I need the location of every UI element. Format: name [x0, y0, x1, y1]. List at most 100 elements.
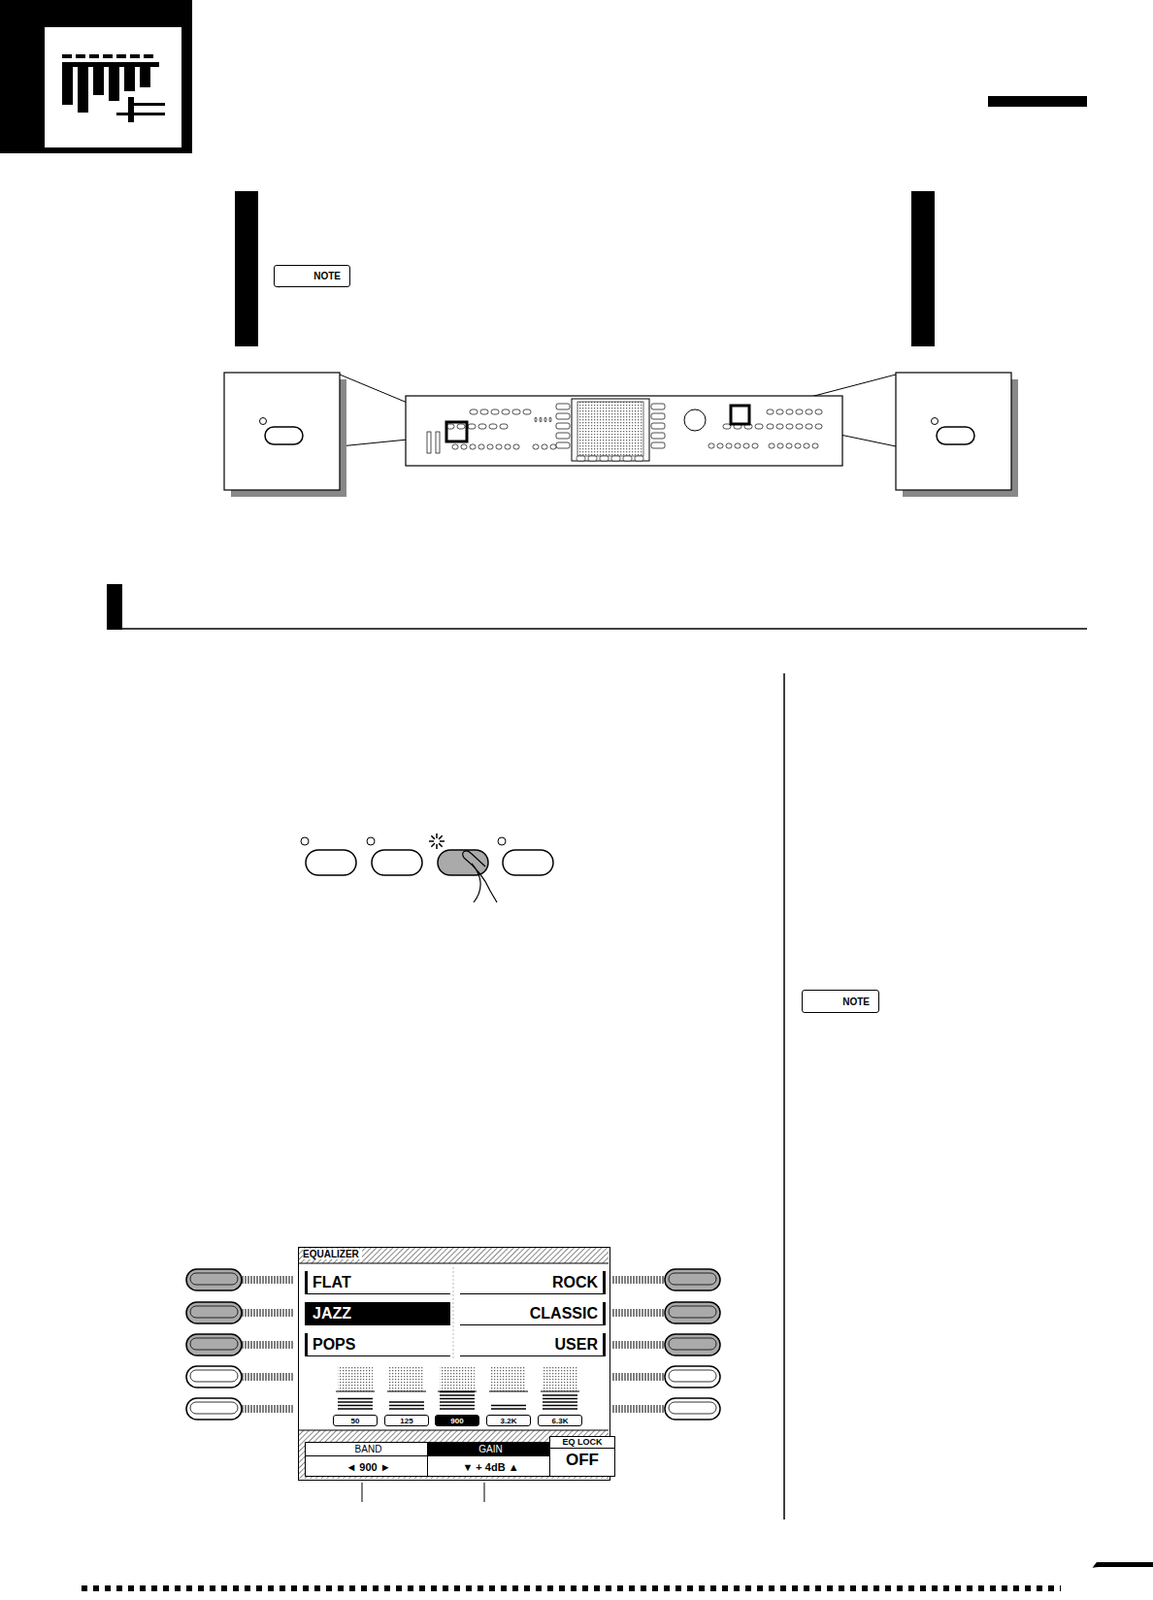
panel-button [734, 443, 741, 449]
button-link [254, 1309, 256, 1318]
panel-button [544, 417, 547, 423]
panel-button [755, 424, 763, 429]
panel-button [599, 456, 609, 462]
label-text: ◄ 900 ► [345, 1461, 391, 1477]
panel-button [457, 424, 465, 429]
button-link [280, 1405, 282, 1414]
page-tab [1076, 1567, 1153, 1600]
panel-button [495, 444, 502, 450]
button-link [274, 1405, 276, 1414]
callout-box [895, 372, 1012, 491]
button-link [283, 1276, 285, 1285]
chapter-tab [0, 0, 193, 154]
button-link [627, 1309, 629, 1318]
label-text: 125 [399, 1416, 413, 1426]
panel-button [469, 444, 476, 450]
eq-level [439, 1408, 475, 1411]
button-link [648, 1341, 650, 1350]
button-link [639, 1276, 641, 1285]
lcd-button [668, 1338, 717, 1351]
eq-level [439, 1401, 475, 1404]
button-link [251, 1373, 253, 1382]
button-link [277, 1405, 279, 1414]
button-link [254, 1341, 256, 1350]
button-link [289, 1373, 291, 1382]
led-lit [435, 844, 438, 850]
button-link [251, 1405, 253, 1414]
button-link [268, 1276, 270, 1285]
eq-zero [335, 1391, 375, 1393]
panel-button [815, 409, 823, 415]
label-text: 3.2K [500, 1416, 518, 1426]
button-link [645, 1309, 647, 1318]
button-link [248, 1276, 250, 1285]
panel-button [786, 443, 792, 449]
band-box: 900 [434, 1415, 480, 1427]
label-text: 50 [351, 1416, 361, 1426]
button-link [622, 1276, 624, 1285]
button-link [622, 1341, 624, 1350]
label-text: BAND [305, 1443, 431, 1457]
button-link [292, 1341, 294, 1350]
panel-button [487, 444, 494, 450]
panel-lcd [577, 401, 644, 457]
led-lit [430, 843, 435, 848]
button-link [630, 1405, 632, 1414]
button-link [633, 1373, 635, 1382]
button-link [248, 1341, 250, 1350]
button-link [277, 1276, 279, 1285]
menu-box: FLAT [304, 1271, 451, 1295]
button-link [622, 1373, 624, 1382]
icon-dash [143, 54, 154, 59]
panel-button [815, 424, 823, 429]
button-link [642, 1309, 644, 1318]
button-link [633, 1276, 635, 1285]
button-link [636, 1309, 638, 1318]
lcd-button [664, 1398, 721, 1420]
panel-button [480, 409, 489, 415]
header-bar [988, 96, 1088, 107]
button-link [648, 1276, 650, 1285]
icon-dash [116, 54, 127, 59]
label-text: CLASSIC [529, 1305, 598, 1323]
led-lit [438, 835, 443, 840]
eq-level [389, 1405, 425, 1408]
frame-bar [234, 191, 259, 347]
button-link [662, 1405, 664, 1414]
eq-level [337, 1408, 373, 1411]
icon-dash [75, 54, 86, 59]
lcd-button [190, 1306, 238, 1318]
callout-box [224, 372, 340, 491]
panel-button [452, 444, 459, 450]
panel-button [634, 456, 644, 462]
button-link [659, 1405, 661, 1414]
chapter-icon [44, 27, 182, 148]
button-link [277, 1309, 279, 1318]
button-link [242, 1341, 244, 1350]
icon-bar [62, 62, 73, 105]
panel-button [786, 409, 793, 415]
column-divider [783, 673, 786, 1520]
note-box: NOTE [273, 264, 351, 288]
button-link [633, 1405, 635, 1414]
button-link [268, 1373, 270, 1382]
button-link [642, 1405, 644, 1414]
panel-button [534, 417, 537, 423]
panel-button [461, 444, 467, 450]
button-link [242, 1405, 244, 1414]
button-link [625, 1373, 626, 1382]
label-text: 900 [450, 1416, 463, 1426]
button-link [245, 1405, 247, 1414]
button-link [662, 1276, 664, 1285]
eq-level [542, 1398, 578, 1401]
menu-box: POPS [304, 1333, 451, 1357]
led [260, 418, 267, 426]
label-text: 6.3K [552, 1416, 569, 1426]
panel-button [489, 424, 497, 429]
icon-fader [116, 112, 165, 116]
button-link [265, 1405, 267, 1414]
button-link [248, 1405, 250, 1414]
button-link [265, 1341, 267, 1350]
